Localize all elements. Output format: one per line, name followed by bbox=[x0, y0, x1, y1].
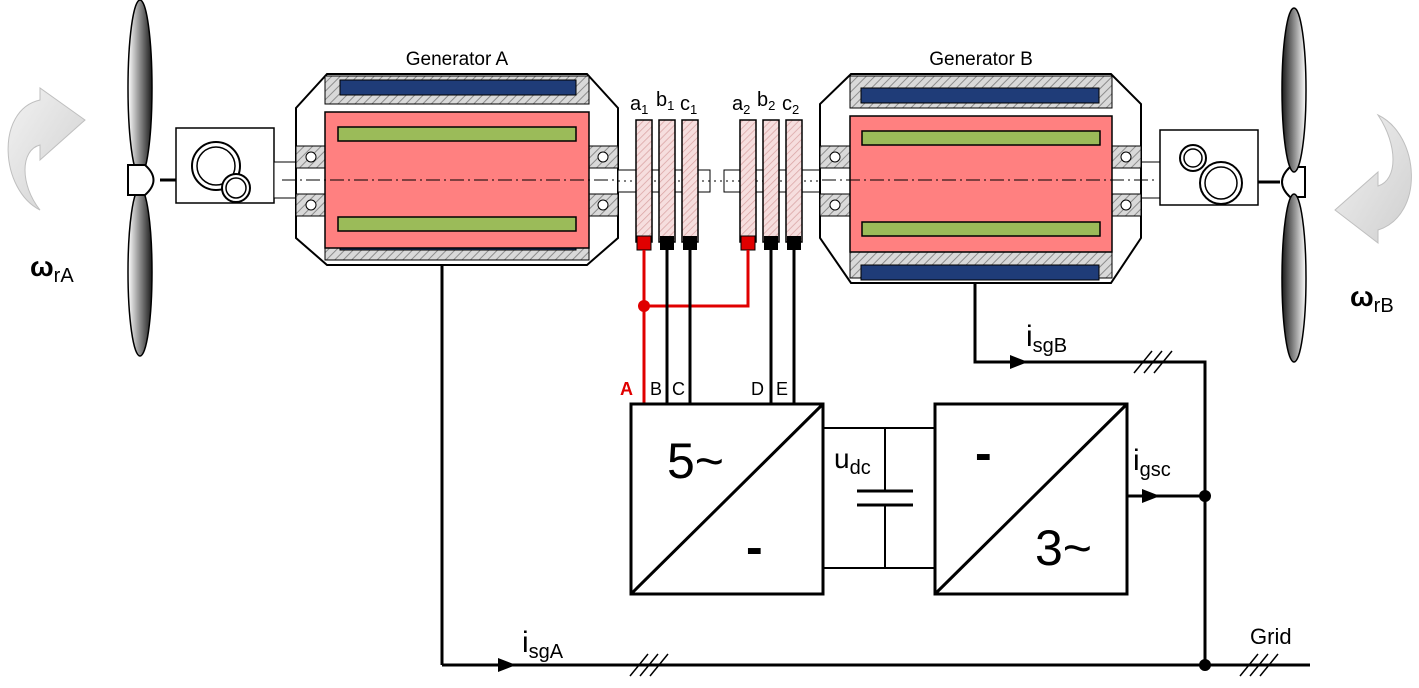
terminal-b: B bbox=[650, 379, 662, 399]
blade-lower-left bbox=[127, 187, 153, 357]
turbine-right bbox=[1159, 7, 1412, 363]
grid-wiring bbox=[442, 283, 1310, 677]
phase-label-b1: b1 bbox=[656, 89, 674, 113]
stator-bar-bottom-b bbox=[860, 264, 1100, 281]
generator-b: Generator B bbox=[819, 49, 1161, 284]
terminal-a: A bbox=[620, 379, 633, 399]
winding-top-b bbox=[861, 130, 1101, 146]
rotor-wiring: A B C D E bbox=[620, 250, 796, 404]
generator-a: Generator A bbox=[273, 49, 620, 665]
generator-a-title: Generator A bbox=[406, 49, 509, 70]
converter-right: - 3~ bbox=[933, 402, 1129, 596]
phase-label-a1: a1 bbox=[630, 93, 648, 117]
converter-left: 5~ - bbox=[629, 402, 825, 596]
winding-bottom-b bbox=[861, 221, 1101, 237]
slip-rings: a1 b1 c1 a2 b2 c2 bbox=[617, 89, 823, 251]
grid-label: Grid bbox=[1250, 624, 1292, 649]
rotation-arrow-right-icon bbox=[1334, 113, 1412, 245]
blade-upper-right bbox=[1281, 7, 1307, 173]
stator-bar-top-b bbox=[860, 87, 1100, 104]
current-label-isga: isgA bbox=[522, 626, 564, 663]
current-label-isgb: isgB bbox=[1026, 320, 1067, 357]
terminal-e: E bbox=[776, 379, 788, 399]
phase-label-c2: c2 bbox=[782, 93, 799, 117]
converter-left-ac-label: 5~ bbox=[667, 433, 724, 489]
phase-label-c1: c1 bbox=[680, 93, 697, 117]
stator-bar-top-a bbox=[339, 79, 577, 96]
converter-right-ac-label: 3~ bbox=[1035, 520, 1092, 576]
dc-link-voltage-label: udc bbox=[834, 443, 871, 479]
winding-bottom-a bbox=[337, 216, 577, 232]
blade-upper-left bbox=[127, 0, 153, 177]
generator-b-title: Generator B bbox=[929, 49, 1033, 70]
speed-label-left: ωrA bbox=[30, 251, 74, 287]
turbine-left bbox=[7, 0, 275, 357]
rotation-arrow-left-icon bbox=[7, 87, 86, 211]
speed-label-right: ωrB bbox=[1350, 281, 1394, 317]
converter-left-dc-label: - bbox=[746, 519, 763, 575]
winding-top-a bbox=[337, 126, 577, 142]
current-label-igsc: igsc bbox=[1133, 444, 1171, 481]
hub-left bbox=[127, 164, 155, 196]
terminal-c: C bbox=[672, 379, 685, 399]
dc-link: udc bbox=[823, 427, 935, 569]
phase-label-a2: a2 bbox=[732, 93, 750, 117]
converter-right-dc-label: - bbox=[975, 425, 992, 481]
blade-lower-right bbox=[1281, 193, 1307, 363]
terminal-d: D bbox=[751, 379, 764, 399]
phase-label-b2: b2 bbox=[757, 89, 775, 113]
